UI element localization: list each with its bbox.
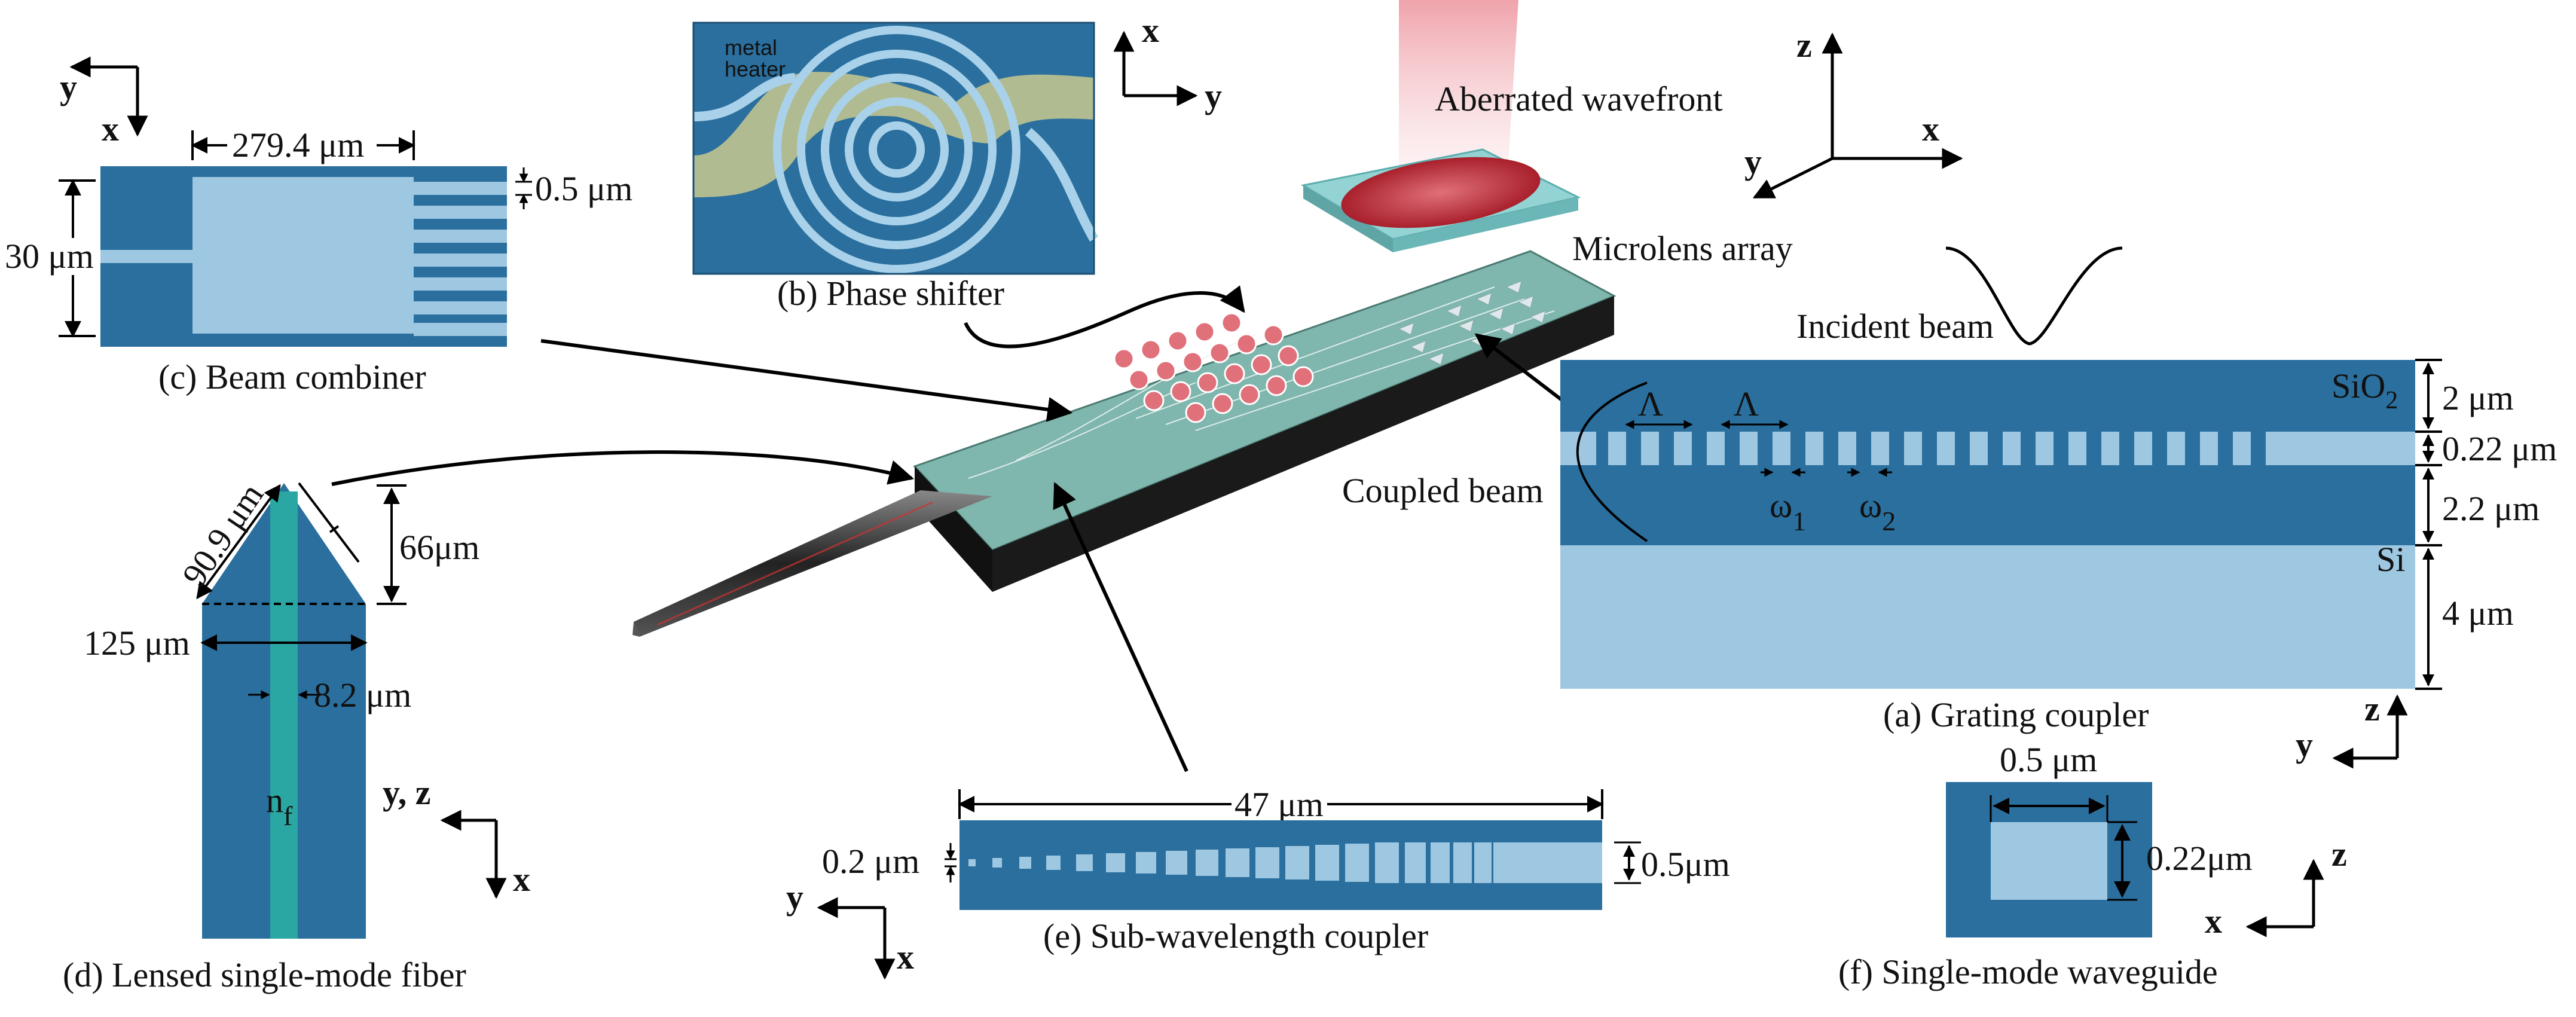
dim-substrate: 4 μm: [2442, 594, 2514, 633]
phase-shifter-panel: metal heater (b) Phase shifter x y: [692, 11, 1222, 313]
smw-height: 0.22μm: [2146, 839, 2253, 878]
axis-y-label: y: [786, 878, 803, 917]
dim-waveguide: 0.22 μm: [2442, 429, 2557, 468]
axis-x-label: x: [1142, 11, 1159, 50]
axis-x-label: x: [513, 860, 530, 899]
beam-combiner-panel: y x 279.4 μm 30 μm 0.5: [3, 56, 632, 396]
connector-arrows: [331, 285, 1579, 772]
swg-end: 0.5μm: [1641, 845, 1730, 884]
grating-axes: z y: [2296, 689, 2408, 769]
swg-caption: (e) Sub-wavelength coupler: [1043, 917, 1428, 955]
period-label-2: Λ: [1734, 384, 1759, 423]
axis-z-label: z: [2364, 689, 2380, 728]
subwavelength-coupler-panel: 47 μm 0.2 μm 0.5μm (e) Sub-wavelength co…: [786, 784, 1730, 980]
axis-x-label: x: [102, 109, 119, 148]
axis-x-label: x: [1922, 109, 1939, 148]
fiber-core-index: nf: [266, 781, 293, 831]
phase-shifter-caption: (b) Phase shifter: [777, 274, 1004, 313]
omega-2: ω2: [1859, 486, 1896, 536]
lensed-fiber-caption: (d) Lensed single-mode fiber: [63, 955, 466, 994]
fiber-core: 8.2 μm: [314, 676, 411, 714]
axis-z-label: z: [1796, 26, 1812, 65]
aberrated-wavefront-label: Aberrated wavefront: [1435, 80, 1722, 118]
swg-tip: 0.2 μm: [822, 842, 919, 881]
axis-y-label: y: [1205, 77, 1222, 115]
axis-y-label: y: [60, 68, 77, 106]
layer-sio2-label: SiO2: [2331, 367, 2398, 414]
axis-y-label: y: [1744, 142, 1762, 181]
layer-si-label: Si: [2376, 540, 2405, 579]
beam-combiner-width: 30 μm: [5, 237, 94, 276]
dim-oxide: 2 μm: [2442, 378, 2514, 417]
chip-3d-axes: z x y: [1744, 26, 1963, 199]
beam-combiner-axes: y x: [60, 56, 148, 148]
beam-combiner-slit: 0.5 μm: [535, 169, 632, 208]
incident-beam-label: Incident beam: [1796, 307, 1994, 346]
beam-combiner-length: 279.4 μm: [232, 126, 364, 164]
beam-combiner-caption: (c) Beam combiner: [158, 358, 426, 396]
swg-length: 47 μm: [1234, 785, 1324, 824]
microlens-array-label: Microlens array: [1572, 229, 1793, 268]
central-chip: Aberrated wavefront: [632, 0, 1963, 637]
grating-teeth: [1560, 432, 2415, 465]
axis-y-label: y: [2296, 725, 2313, 764]
fiber-diameter: 125 μm: [84, 624, 190, 662]
coupled-beam-label: Coupled beam: [1342, 471, 1544, 510]
period-label-1: Λ: [1638, 384, 1663, 423]
heater-label-1: metal: [725, 35, 777, 60]
omega-1: ω1: [1770, 486, 1806, 536]
dim-box: 2.2 μm: [2442, 489, 2540, 528]
chip-heater-array: [1113, 312, 1314, 423]
axis-z-label: z: [2331, 835, 2347, 874]
smw-caption: (f) Single-mode waveguide: [1838, 952, 2218, 991]
single-mode-waveguide-panel: 0.5 μm 0.22μm (f) Single-mode waveguide …: [1838, 740, 2347, 991]
swg-axes: y x: [786, 878, 914, 980]
axis-x-label: x: [897, 937, 914, 976]
axis-x-label: x: [2205, 902, 2222, 940]
heater-label-2: heater: [725, 57, 786, 81]
smw-width: 0.5 μm: [2000, 740, 2097, 779]
swg-segments: [968, 842, 1602, 883]
fiber-taper-height: 66μm: [399, 528, 479, 567]
lensed-fiber-panel: 90.9 μm 66μm 125 μm 8.2 μm nf y, z x (d)…: [63, 477, 530, 994]
smw-axes: z x: [2205, 835, 2347, 940]
fiber-axes: y, z x: [383, 773, 530, 899]
grating-coupler-caption: (a) Grating coupler: [1883, 695, 2149, 734]
grating-coupler-panel: Incident beam Coupled beam Λ Λ ω1 ω2: [1342, 246, 2557, 769]
phase-shifter-axes: x y: [1113, 11, 1222, 115]
axis-yz-label: y, z: [383, 773, 431, 812]
